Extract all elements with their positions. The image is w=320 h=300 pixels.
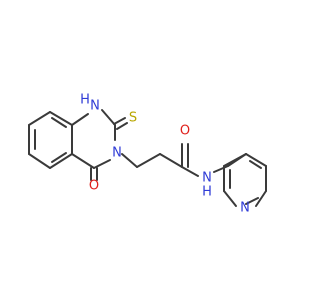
atom-label-o-amide: O — [180, 124, 190, 139]
bond — [181, 166, 199, 177]
bond — [255, 190, 267, 207]
structure-svg: N H S N O O N H N — [28, 93, 267, 216]
atom-label-s: S — [129, 111, 137, 126]
atom-label-n1: N — [90, 99, 100, 114]
pyridine-ring — [223, 153, 267, 207]
bond — [136, 153, 161, 168]
bond-double-inner — [51, 117, 67, 128]
bond — [101, 109, 116, 126]
bond — [71, 153, 95, 169]
bond — [223, 190, 237, 207]
bond — [121, 153, 138, 168]
bond — [245, 153, 267, 167]
bond — [28, 111, 51, 126]
bond — [159, 153, 183, 168]
bond — [213, 165, 229, 173]
bond — [49, 153, 73, 169]
atom-label-n-amide-h: H — [202, 185, 212, 200]
atom-label-o4: O — [89, 179, 99, 194]
quinazoline-ring — [71, 109, 128, 181]
bond-double-inner — [245, 197, 259, 205]
molecule-diagram: N H S N O O N H N — [28, 93, 267, 216]
butanamide-chain — [121, 143, 247, 177]
bond-double-inner — [249, 160, 262, 169]
bond — [71, 113, 89, 126]
atom-label-n-pyridine: N — [240, 201, 250, 216]
bond-double-inner — [51, 152, 67, 163]
bond-thione — [113, 117, 126, 125]
bond — [28, 153, 51, 169]
bond-thione — [116, 122, 128, 130]
bond — [223, 153, 247, 167]
bond — [93, 159, 111, 169]
atom-label-n3: N — [112, 146, 122, 161]
bond — [49, 111, 73, 126]
benzene-ring — [28, 111, 73, 169]
atom-label-n1-h: H — [80, 93, 90, 108]
atom-label-n-amide: N — [202, 171, 212, 186]
